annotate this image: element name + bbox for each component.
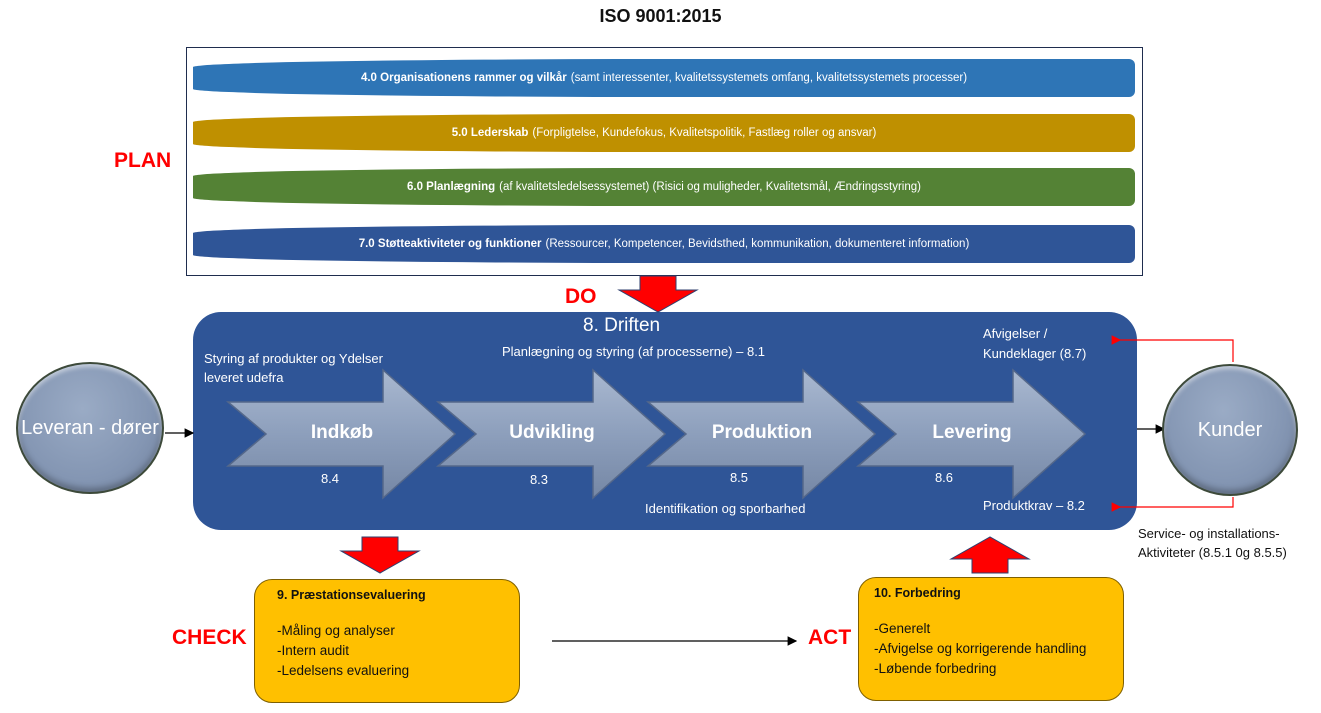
band-heading: 7.0 Støtteaktiviteter og funktioner — [358, 238, 542, 250]
operation-title: 8. Driften — [583, 315, 661, 336]
external-control-text: Styring af produkter og Ydelser leveret … — [204, 351, 383, 385]
band-heading: 5.0 Lederskab — [451, 127, 529, 139]
process-code: 8.6 — [934, 470, 954, 485]
deviations-text: Afvigelser / Kundeklager (8.7) — [983, 326, 1087, 361]
act-card: 10. Forbedring -Generelt -Afvigelse og k… — [858, 577, 1124, 701]
act-card-item: -Løbende forbedring — [874, 661, 997, 676]
check-card-title: 9. Præstationsevaluering — [277, 588, 426, 602]
service-activities-text: Service- og installations-Aktiviteter (8… — [1138, 526, 1287, 560]
operation-subtitle: Planlægning og styring (af processerne) … — [502, 344, 766, 359]
process-code: 8.3 — [529, 472, 549, 487]
process-code: 8.4 — [320, 471, 340, 486]
process-label: Indkøb — [310, 422, 374, 443]
check-card-item: -Måling og analyser — [277, 623, 395, 638]
check-card: 9. Præstationsevaluering -Måling og anal… — [254, 579, 520, 703]
pdca-label-check: CHECK — [172, 626, 247, 649]
check-arrow-icon — [339, 536, 421, 574]
process-label: Levering — [932, 422, 1012, 443]
plan-band-leadership: 5.0 Lederskab (Forpligtelse, Kundefokus,… — [193, 114, 1135, 152]
band-detail: (af kvalitetsledelsessystemet) (Risici o… — [499, 181, 921, 193]
process-code: 8.5 — [729, 470, 749, 485]
band-heading: 4.0 Organisationens rammer og vilkår — [360, 72, 567, 84]
band-detail: (samt interessenter, kvalitetssystemets … — [570, 72, 968, 84]
check-card-item: -Ledelsens evaluering — [277, 663, 410, 678]
act-card-item: -Generelt — [874, 621, 931, 636]
act-card-item: -Afvigelse og korrigerende handling — [874, 641, 1087, 656]
band-heading: 6.0 Planlægning — [406, 181, 496, 193]
plan-band-context: 4.0 Organisationens rammer og vilkår (sa… — [193, 59, 1135, 97]
plan-band-support: 7.0 Støtteaktiviteter og funktioner (Res… — [193, 225, 1135, 263]
suppliers-node: Leveran - dører — [16, 362, 164, 494]
product-requirements-text: Produktkrav – 8.2 — [983, 498, 1085, 513]
pdca-label-act: ACT — [808, 626, 852, 649]
pdca-label-do: DO — [565, 285, 597, 308]
process-label: Produktion — [711, 422, 813, 443]
pdca-label-plan: PLAN — [114, 149, 172, 172]
customers-node: Kunder — [1162, 364, 1298, 496]
diagram-title: ISO 9001:2015 — [599, 6, 722, 26]
process-label: Udvikling — [509, 422, 595, 443]
do-arrow-icon — [617, 275, 699, 313]
band-detail: (Forpligtelse, Kundefokus, Kvalitetspoli… — [532, 127, 877, 139]
band-detail: (Ressourcer, Kompetencer, Bevidsthed, ko… — [545, 238, 970, 250]
act-arrow-icon — [949, 536, 1031, 574]
identification-text: Identifikation og sporbarhed — [645, 501, 806, 516]
act-card-title: 10. Forbedring — [874, 586, 961, 600]
plan-band-planning: 6.0 Planlægning (af kvalitetsledelsessys… — [193, 168, 1135, 206]
check-card-item: -Intern audit — [277, 643, 350, 658]
